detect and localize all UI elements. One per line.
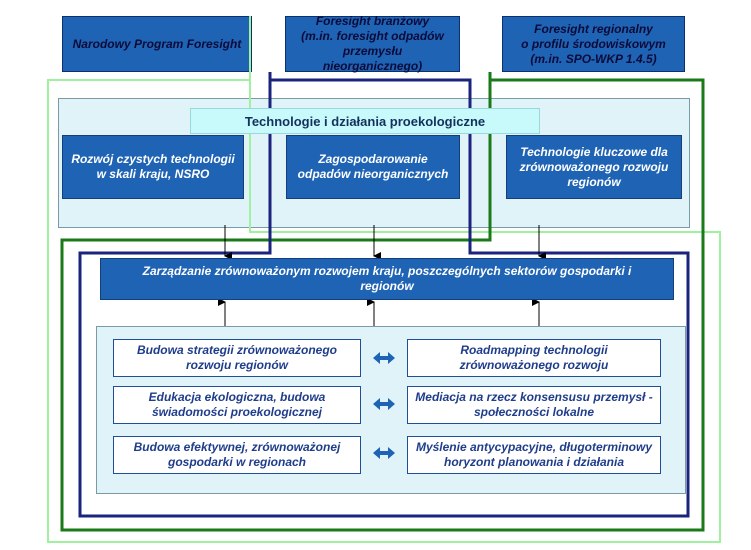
box-key-technologies: Technologie kluczowe dla zrównoważonego …: [506, 135, 682, 199]
light-green-frame: [47, 16, 721, 543]
box-sustainable-management: Zarządzanie zrównoważonym rozwojem kraju…: [100, 258, 674, 300]
box-inorganic-waste: Zagospodarowanie odpadów nieorganicznych: [286, 135, 460, 199]
box-anticipatory-thinking: Myślenie antycypacyjne, długoterminowy h…: [407, 436, 661, 474]
top-box-national-foresight-label: Narodowy Program Foresight: [72, 36, 242, 51]
top-box-regional-foresight-program: (m.in. SPO-WKP 1.4.5): [530, 51, 657, 66]
banner-label: Technologie i działania proekologiczne: [244, 113, 486, 129]
box-key-technologies-label: Technologie kluczowe dla zrównoważonego …: [519, 144, 669, 189]
box-roadmapping-label: Roadmapping technologii zrównoważonego r…: [459, 343, 609, 372]
top-box-industry-foresight: Foresight branżowy (m.in. foresight odpa…: [285, 14, 460, 73]
box-sustainable-management-label: Zarządzanie zrównoważonym rozwojem kraju…: [142, 264, 632, 293]
box-mediation-label: Mediacja na rzecz konsensusu przemysł - …: [415, 390, 653, 419]
box-ecological-education: Edukacja ekologiczna, budowa świadomości…: [113, 386, 361, 424]
box-ecological-education-label: Edukacja ekologiczna, budowa świadomości…: [148, 390, 326, 419]
dark-green-frame: [60, 72, 705, 532]
box-roadmapping: Roadmapping technologii zrównoważonego r…: [407, 339, 661, 377]
top-box-national-foresight: Narodowy Program Foresight: [62, 16, 252, 72]
box-efficient-economy: Budowa efektywnej, zrównoważonej gospoda…: [113, 436, 361, 474]
top-box-regional-foresight: Foresight regionalny o profilu środowisk…: [502, 16, 685, 72]
double-arrow-1: [373, 352, 395, 364]
box-efficient-economy-label: Budowa efektywnej, zrównoważonej gospoda…: [133, 440, 341, 469]
box-regional-strategy-label: Budowa strategii zrównoważonego rozwoju …: [136, 343, 337, 372]
box-regional-strategy: Budowa strategii zrównoważonego rozwoju …: [113, 339, 361, 377]
box-mediation: Mediacja na rzecz konsensusu przemysł - …: [407, 386, 661, 424]
top-box-regional-foresight-profile: o profilu środowiskowym: [521, 36, 666, 51]
double-arrow-2: [373, 398, 395, 410]
box-anticipatory-thinking-label: Myślenie antycypacyjne, długoterminowy h…: [415, 440, 653, 469]
box-clean-technologies-label: Rozwój czystych technologii w skali kraj…: [71, 152, 235, 181]
top-box-industry-foresight-title: Foresight branżowy: [315, 14, 430, 28]
double-arrow-3: [373, 447, 395, 459]
top-box-regional-foresight-title: Foresight regionalny: [534, 21, 653, 36]
box-clean-technologies: Rozwój czystych technologii w skali kraj…: [62, 135, 244, 199]
navy-frame: [78, 72, 690, 518]
banner-technologies: Technologie i działania proekologiczne: [190, 108, 540, 134]
box-inorganic-waste-label: Zagospodarowanie odpadów nieorganicznych: [297, 152, 449, 181]
top-box-industry-foresight-subtitle: (m.in. foresight odpadów przemysłu nieor…: [301, 29, 444, 73]
